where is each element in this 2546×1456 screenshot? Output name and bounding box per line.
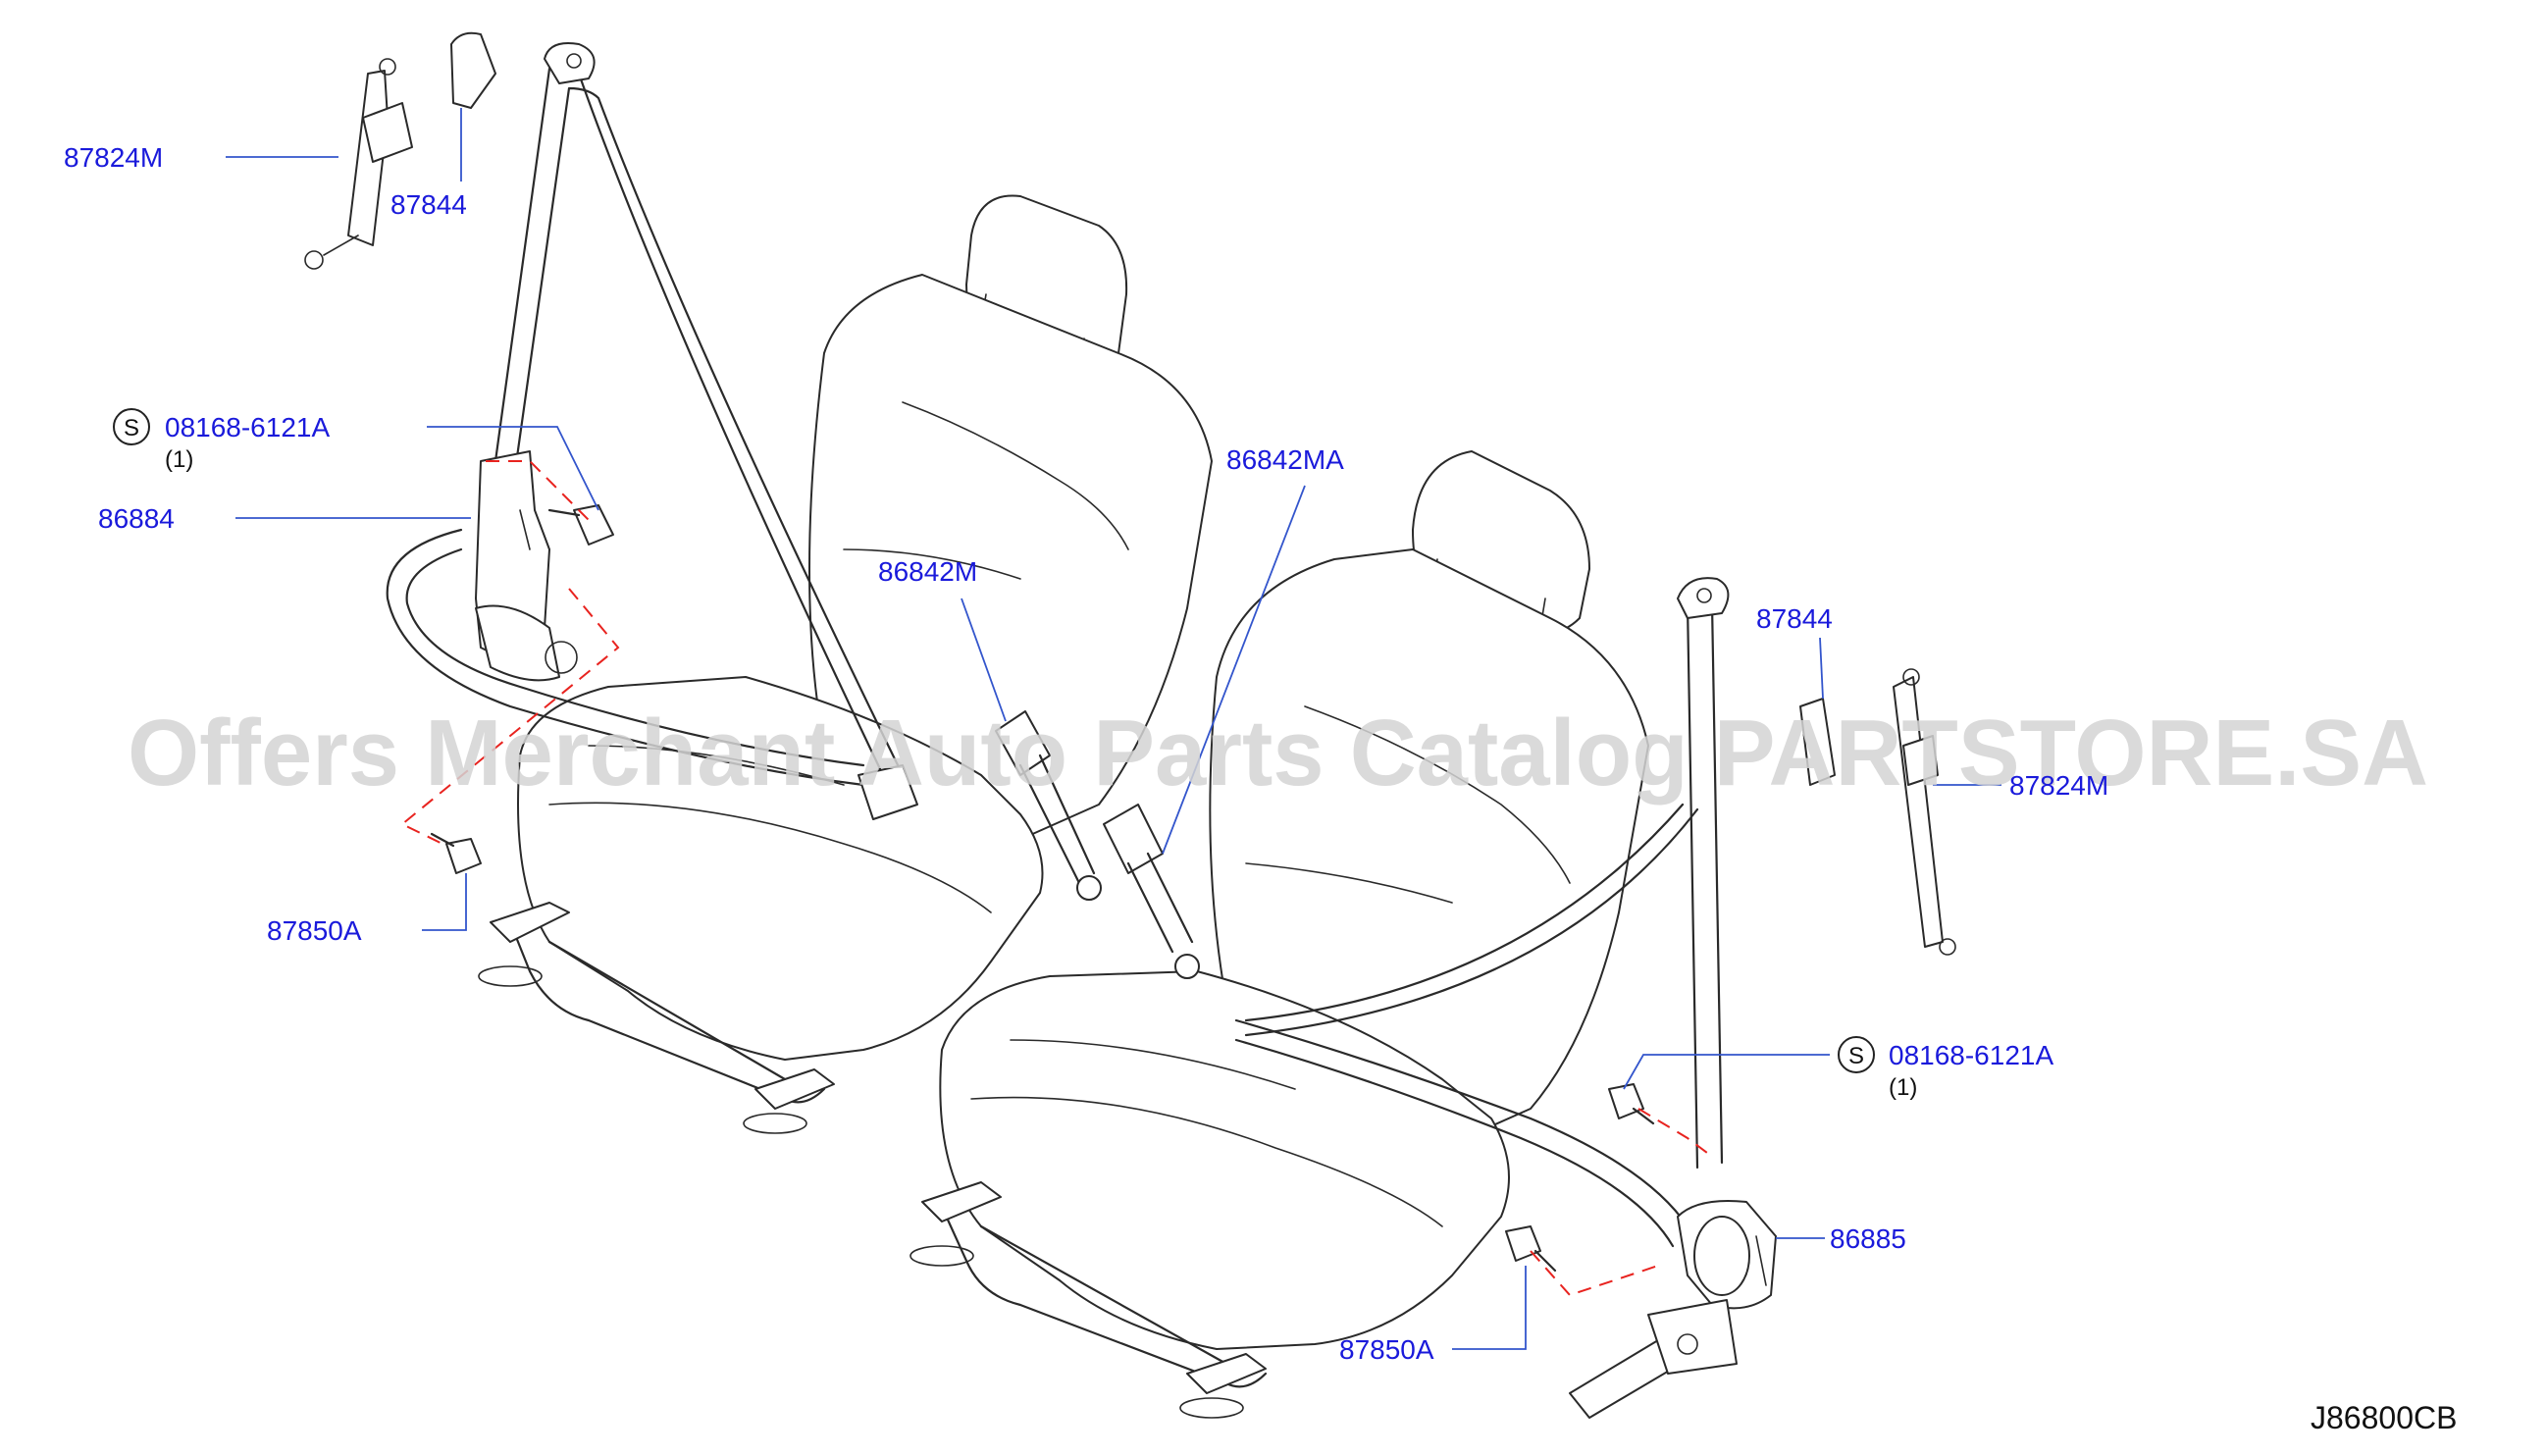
callout-cover-right: 87844	[1756, 603, 1833, 634]
attach-line-right-upper	[1637, 1108, 1708, 1154]
qty-bolt-left: (1)	[165, 446, 193, 473]
callout-bolt-left-s: 08168-6121A	[165, 412, 330, 442]
watermark-text: Offers Merchant Auto Parts Catalog PARTS…	[128, 701, 2428, 806]
callout-anchor-left: 87850A	[267, 915, 362, 946]
attach-line-left-lower	[400, 588, 620, 847]
s-symbol-right: S	[1848, 1043, 1864, 1069]
drawing-code: J86800CB	[2311, 1400, 2457, 1435]
s-symbol-right-circle	[1838, 1036, 1875, 1073]
callout-retractor-left: 86884	[98, 503, 175, 534]
s-symbol-left-circle	[113, 408, 150, 445]
bolt-right-upper	[1608, 1083, 1655, 1125]
leader-bolt-right-s	[1623, 1054, 1830, 1090]
callout-bolt-right-s: 08168-6121A	[1889, 1040, 2053, 1070]
callout-anchor-right: 87850A	[1339, 1334, 1434, 1365]
bolt-left-lower	[430, 832, 482, 874]
leader-cover-right	[1819, 637, 1824, 700]
right-seat-belt	[1234, 577, 1777, 1419]
callout-retractor-right: 86885	[1830, 1223, 1906, 1254]
rail-right-part	[1893, 668, 1956, 956]
cover-right-part	[1799, 698, 1836, 786]
attach-line-right-lower	[1530, 1250, 1659, 1297]
callout-cover-left: 87844	[390, 189, 467, 220]
rail-left-part	[304, 58, 413, 270]
leader-anchor-right	[1452, 1266, 1527, 1350]
s-symbol-left: S	[124, 415, 139, 442]
leader-buckle-right	[1162, 485, 1306, 855]
callout-rail-right: 87824M	[2009, 770, 2108, 801]
leader-buckle-left	[961, 598, 1007, 722]
left-seat	[478, 194, 1213, 1134]
attach-line-left-upper	[486, 460, 590, 521]
callout-buckle-left: 86842M	[878, 556, 977, 587]
leader-anchor-left	[422, 873, 467, 931]
leader-bolt-left-s	[427, 426, 599, 511]
buckle-right-part	[1103, 804, 1200, 979]
callout-buckle-right: 86842MA	[1226, 444, 1344, 475]
bolt-left-upper	[547, 504, 614, 546]
cover-left-part	[450, 31, 496, 109]
right-seat	[909, 450, 1649, 1419]
callout-rail-left: 87824M	[64, 142, 163, 173]
qty-bolt-right: (1)	[1889, 1074, 1917, 1101]
buckle-left-part	[995, 710, 1102, 901]
bolt-right-lower	[1505, 1225, 1557, 1273]
left-seat-belt	[386, 42, 918, 820]
